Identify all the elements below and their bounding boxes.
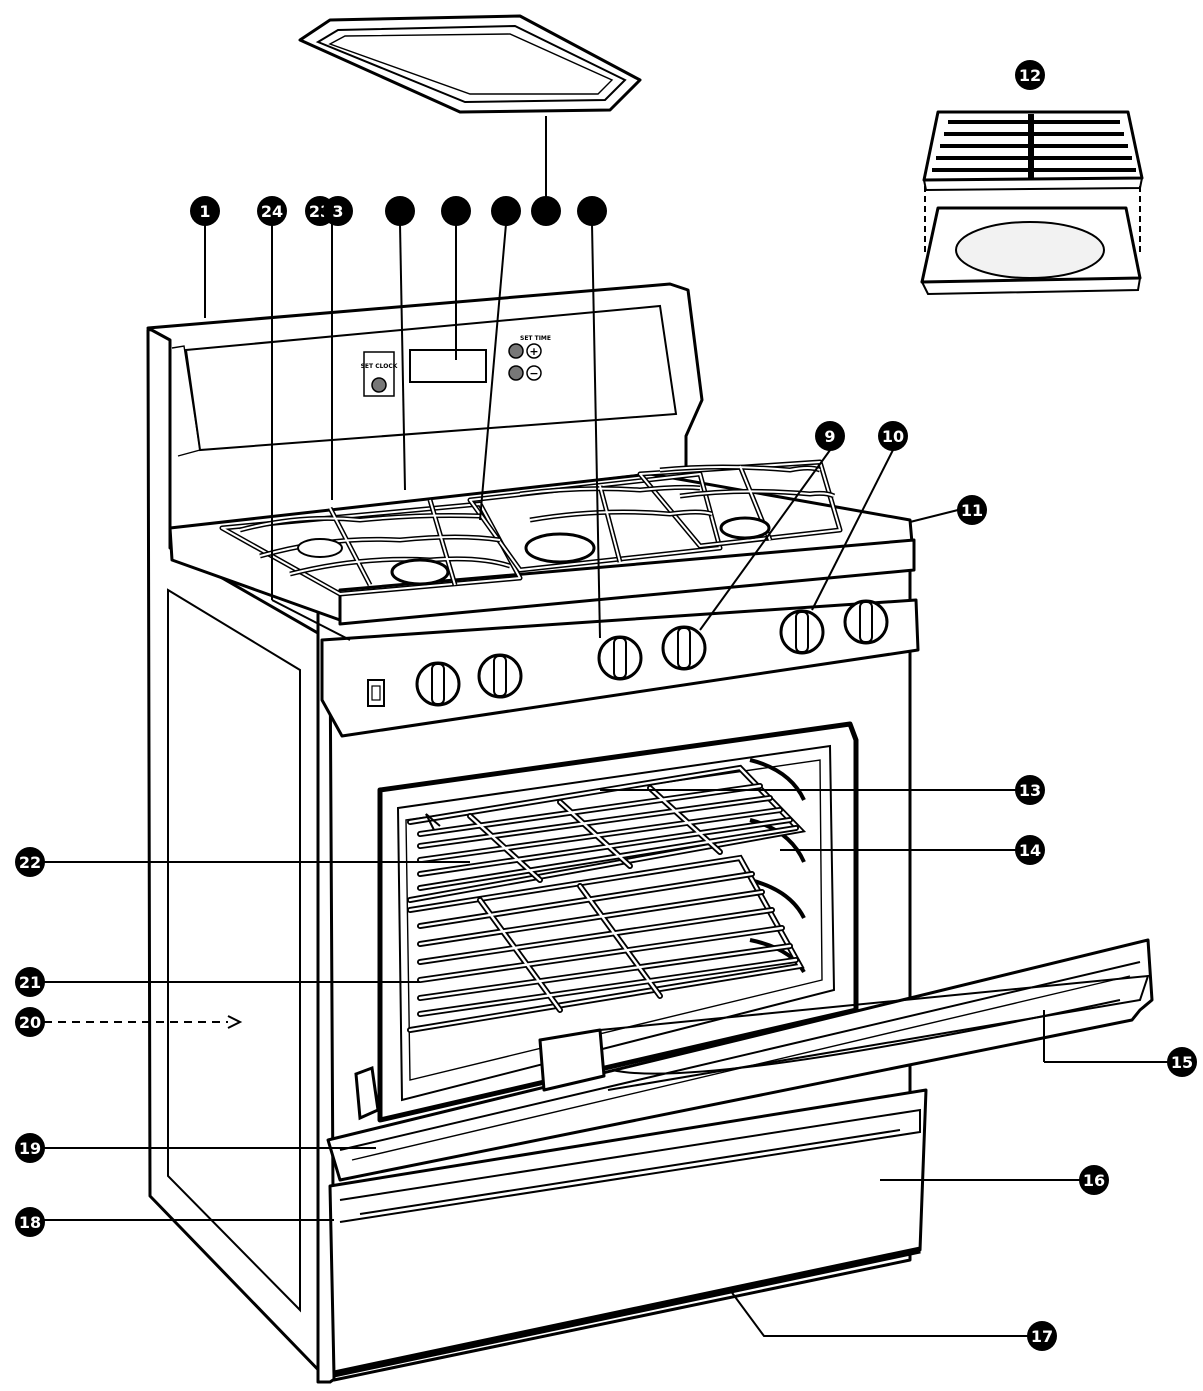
callout-number: 21 xyxy=(19,973,41,992)
callout-number: 16 xyxy=(1083,1171,1105,1190)
callout-number: 3 xyxy=(332,202,343,221)
backguard: SET CLOCK SET TIME + − xyxy=(146,282,704,532)
oven-door[interactable] xyxy=(326,938,1154,1182)
callout-7 xyxy=(531,196,561,226)
set-clock-label: SET CLOCK xyxy=(361,363,398,370)
callout-5 xyxy=(441,196,471,226)
callout-dot xyxy=(15,847,45,877)
callout-number: 10 xyxy=(882,427,904,446)
callout-24: 24 xyxy=(257,196,287,226)
callout-dot xyxy=(491,196,521,226)
leader-lines xyxy=(44,222,1168,1337)
callout-number: 9 xyxy=(824,427,835,446)
callout-dot xyxy=(15,1207,45,1237)
callout-dot xyxy=(15,1007,45,1037)
callout-12: 12 xyxy=(1015,60,1045,90)
callout-dot xyxy=(1167,1047,1197,1077)
callout-dot xyxy=(15,967,45,997)
knob-panel xyxy=(320,598,920,738)
callout-10: 10 xyxy=(878,421,908,451)
callout-17: 17 xyxy=(1027,1321,1057,1351)
callout-dot xyxy=(878,421,908,451)
set-clock-control[interactable]: SET CLOCK xyxy=(361,351,398,397)
callout-number: 17 xyxy=(1031,1327,1053,1346)
callout-21: 21 xyxy=(15,967,45,997)
callout-number: 12 xyxy=(1019,66,1041,85)
broiler-pan xyxy=(920,110,1144,296)
callout-number: 19 xyxy=(19,1139,41,1158)
callout-15: 15 xyxy=(1167,1047,1197,1077)
callout-11: 11 xyxy=(957,495,987,525)
callout-6 xyxy=(491,196,521,226)
callout-dot xyxy=(1015,60,1045,90)
callout-dot xyxy=(385,196,415,226)
callout-dot xyxy=(323,196,353,226)
callout-dot xyxy=(1079,1165,1109,1195)
callout-number: 15 xyxy=(1171,1053,1193,1072)
callout-9: 9 xyxy=(815,421,845,451)
callout-14: 14 xyxy=(1015,835,1045,865)
burner-caps xyxy=(297,516,771,586)
callout-13: 13 xyxy=(1015,775,1045,805)
callout-dot xyxy=(577,196,607,226)
callout-19: 19 xyxy=(15,1133,45,1163)
burner-knobs[interactable] xyxy=(415,599,889,707)
callout-number: 11 xyxy=(961,501,983,520)
callout-dot xyxy=(257,196,287,226)
callout-16: 16 xyxy=(1079,1165,1109,1195)
callout-1: 1 xyxy=(190,196,220,226)
callout-20: 20 xyxy=(15,1007,45,1037)
callout-18: 18 xyxy=(15,1207,45,1237)
lower-rack xyxy=(407,854,805,1033)
callout-dot xyxy=(1015,835,1045,865)
svg-text:−: − xyxy=(529,367,538,380)
callout-number: 1 xyxy=(199,202,210,221)
callout-number: 22 xyxy=(19,853,41,872)
callout-dot xyxy=(1015,775,1045,805)
callout-dot xyxy=(957,495,987,525)
callout-dot xyxy=(531,196,561,226)
storage-drawer[interactable] xyxy=(328,1088,928,1378)
callout-dot xyxy=(815,421,845,451)
callout-4 xyxy=(385,196,415,226)
oven-cavity xyxy=(354,721,859,1123)
callout-number: 24 xyxy=(261,202,283,221)
callout-22: 22 xyxy=(15,847,45,877)
cooktop xyxy=(168,459,916,626)
clock-display xyxy=(409,349,487,383)
callout-number: 13 xyxy=(1019,781,1041,800)
callout-dot xyxy=(1027,1321,1057,1351)
callout-dot xyxy=(190,196,220,226)
callout-number: 18 xyxy=(19,1213,41,1232)
callout-8 xyxy=(577,196,607,226)
callout-dot xyxy=(15,1133,45,1163)
callout-3: 3 xyxy=(323,196,353,226)
upper-rack xyxy=(407,764,807,903)
griddle xyxy=(298,14,642,210)
callout-number: 14 xyxy=(1019,841,1041,860)
set-time-label: SET TIME xyxy=(520,335,551,342)
svg-text:+: + xyxy=(529,345,538,358)
set-time-control[interactable]: SET TIME + − xyxy=(508,335,551,381)
callout-dot xyxy=(441,196,471,226)
callout-number: 20 xyxy=(19,1013,41,1032)
